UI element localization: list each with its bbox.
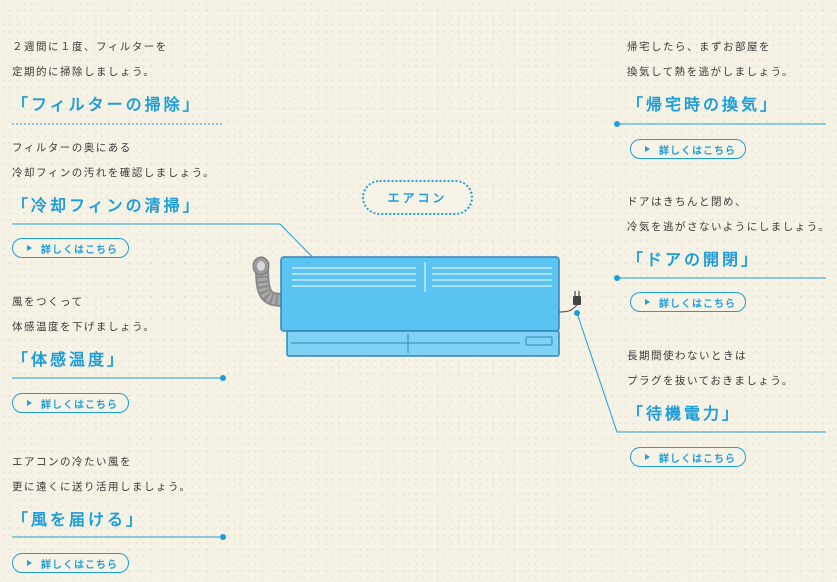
sensible-temperature-more-button[interactable]: 詳しくはこちら xyxy=(12,393,129,413)
door-closing-more-button[interactable]: 詳しくはこちら xyxy=(630,292,746,312)
air-conditioner-unit xyxy=(280,256,560,357)
more-button-label: 詳しくはこちら xyxy=(659,145,736,157)
triangle-right-icon xyxy=(27,245,32,251)
standby-power-title: 「待機電力」 xyxy=(627,404,742,423)
return-ventilation-more-button[interactable]: 詳しくはこちら xyxy=(630,139,746,159)
wind-delivery-more-button[interactable]: 詳しくはこちら xyxy=(12,553,129,573)
filter-cleaning-description: ２週間に１度、フィルターを 定期的に掃除しましょう。 xyxy=(12,41,168,78)
duct-hose-icon xyxy=(252,256,286,307)
wind-delivery-description: エアコンの冷たい風を 更に遠くに送り活用しましょう。 xyxy=(12,456,192,493)
temp-line-dot xyxy=(220,375,226,381)
section-sensible-temperature: 風をつくって 体感温度を下げましょう。 「体感温度」 xyxy=(12,290,155,370)
wind-line-dot xyxy=(220,534,226,540)
door-closing-title: 「ドアの開閉」 xyxy=(627,250,761,269)
standby-leader-line xyxy=(576,312,826,433)
triangle-right-icon xyxy=(645,146,650,152)
ventilation-line-dot xyxy=(614,121,620,127)
section-door-closing: ドアはきちんと閉め、 冷気を逃がさないようにしましょう。 「ドアの開閉」 xyxy=(627,190,830,270)
section-fin-cleaning: フィルターの奥にある 冷却フィンの汚れを確認しましょう。 「冷却フィンの清掃」 xyxy=(12,136,215,216)
wind-delivery-title: 「風を届ける」 xyxy=(12,510,146,529)
sensible-temperature-title: 「体感温度」 xyxy=(12,350,127,369)
air-conditioner-label: エアコン xyxy=(362,180,473,215)
door-closing-description: ドアはきちんと閉め、 冷気を逃がさないようにしましょう。 xyxy=(627,196,831,233)
triangle-right-icon xyxy=(645,299,650,305)
fin-cleaning-title: 「冷却フィンの清掃」 xyxy=(12,196,202,215)
triangle-right-icon xyxy=(27,400,32,406)
section-wind-delivery: エアコンの冷たい風を 更に遠くに送り活用しましょう。 「風を届ける」 xyxy=(12,450,191,530)
section-standby-power: 長期間使わないときは プラグを抜いておきましょう。 「待機電力」 xyxy=(627,344,794,424)
filter-cleaning-title: 「フィルターの掃除」 xyxy=(12,95,202,114)
section-return-ventilation: 帰宅したら、まずお部屋を 換気して熱を逃がしましょう。 「帰宅時の換気」 xyxy=(627,35,794,115)
standby-leader-dot xyxy=(574,310,580,316)
door-line-dot xyxy=(614,275,620,281)
sensible-temperature-description: 風をつくって 体感温度を下げましょう。 xyxy=(12,296,156,333)
section-filter-cleaning: ２週間に１度、フィルターを 定期的に掃除しましょう。 「フィルターの掃除」 xyxy=(12,35,202,115)
more-button-label: 詳しくはこちら xyxy=(659,453,736,465)
more-button-label: 詳しくはこちら xyxy=(41,559,118,571)
standby-power-more-button[interactable]: 詳しくはこちら xyxy=(630,447,746,467)
standby-power-description: 長期間使わないときは プラグを抜いておきましょう。 xyxy=(627,350,794,387)
triangle-right-icon xyxy=(27,560,32,566)
more-button-label: 詳しくはこちら xyxy=(659,298,736,310)
triangle-right-icon xyxy=(645,454,650,460)
fin-cleaning-description: フィルターの奥にある 冷却フィンの汚れを確認しましょう。 xyxy=(12,142,216,179)
return-ventilation-description: 帰宅したら、まずお部屋を 換気して熱を逃がしましょう。 xyxy=(627,41,795,78)
fin-cleaning-more-button[interactable]: 詳しくはこちら xyxy=(12,238,129,258)
return-ventilation-title: 「帰宅時の換気」 xyxy=(627,95,780,114)
power-plug-icon xyxy=(558,291,581,313)
more-button-label: 詳しくはこちら xyxy=(41,399,118,411)
more-button-label: 詳しくはこちら xyxy=(41,244,118,256)
